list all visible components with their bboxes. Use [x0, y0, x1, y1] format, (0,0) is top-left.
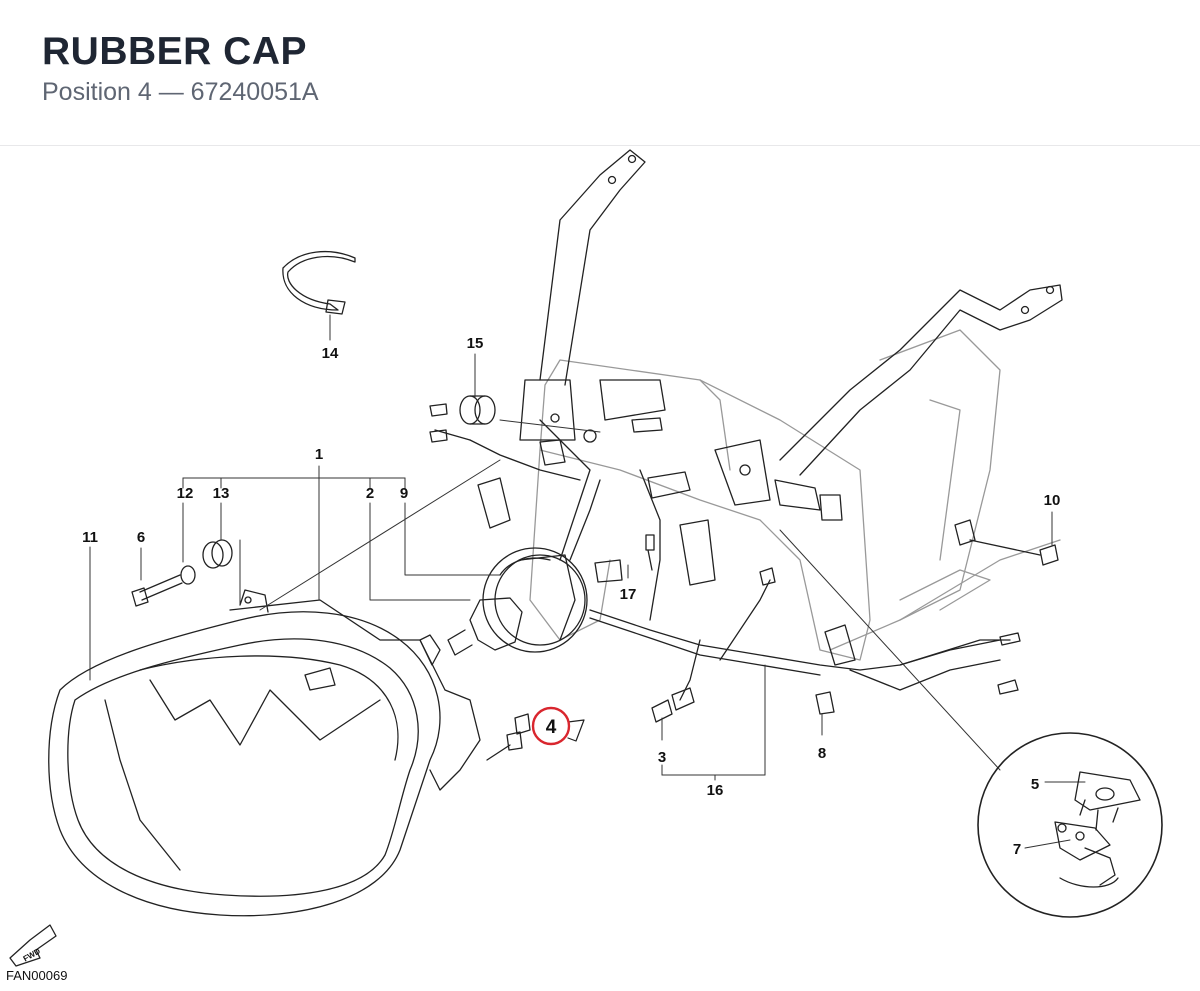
callout-4: 4	[546, 717, 557, 738]
callout-16: 16	[707, 782, 724, 799]
connectors	[429, 403, 1021, 695]
part-17-screw	[645, 534, 655, 571]
frame-drawing	[529, 329, 1061, 661]
part-14-cable-tie	[282, 250, 356, 315]
part-10-screw	[954, 519, 1059, 566]
callout-1: 1	[315, 446, 323, 463]
wiring-harness	[434, 419, 1011, 701]
callout-7: 7	[1013, 841, 1021, 858]
detail-inset	[977, 732, 1163, 918]
screw-set	[131, 539, 233, 607]
header: RUBBER CAP Position 4 — 67240051A	[0, 0, 1200, 146]
callout-4-highlight	[531, 706, 585, 746]
callout-6: 6	[137, 529, 145, 546]
callout-13: 13	[213, 485, 230, 502]
callout-9: 9	[400, 485, 408, 502]
drawing-code: FAN00069	[6, 968, 68, 983]
headlight-assembly	[48, 589, 481, 917]
callout-14: 14	[322, 345, 339, 362]
callout-5: 5	[1031, 776, 1039, 793]
fwd-arrow-icon	[9, 924, 57, 967]
page-subtitle: Position 4 — 67240051A	[42, 78, 319, 106]
right-tube	[779, 284, 1063, 476]
part-15-grommet	[459, 395, 496, 425]
mount-bracket	[519, 379, 771, 506]
callout-12: 12	[177, 485, 194, 502]
callout-8: 8	[818, 745, 826, 762]
leader-lines	[89, 314, 1086, 849]
bulb-socket	[447, 547, 588, 656]
callout-2: 2	[366, 485, 374, 502]
page-title: RUBBER CAP	[42, 30, 308, 73]
callout-17: 17	[620, 586, 637, 603]
left-tube	[539, 149, 646, 386]
callout-10: 10	[1044, 492, 1061, 509]
callout-15: 15	[467, 335, 484, 352]
part-8-clip	[815, 691, 835, 715]
part-4-rubber-cap	[486, 713, 531, 761]
callout-3: 3	[658, 749, 666, 766]
parts-diagram: 1 2 3 4 5 6 7 8 9 10 11 12 13 14 15 16 1…	[0, 146, 1200, 991]
callout-11: 11	[82, 529, 98, 546]
part-3-bulb	[651, 687, 695, 723]
